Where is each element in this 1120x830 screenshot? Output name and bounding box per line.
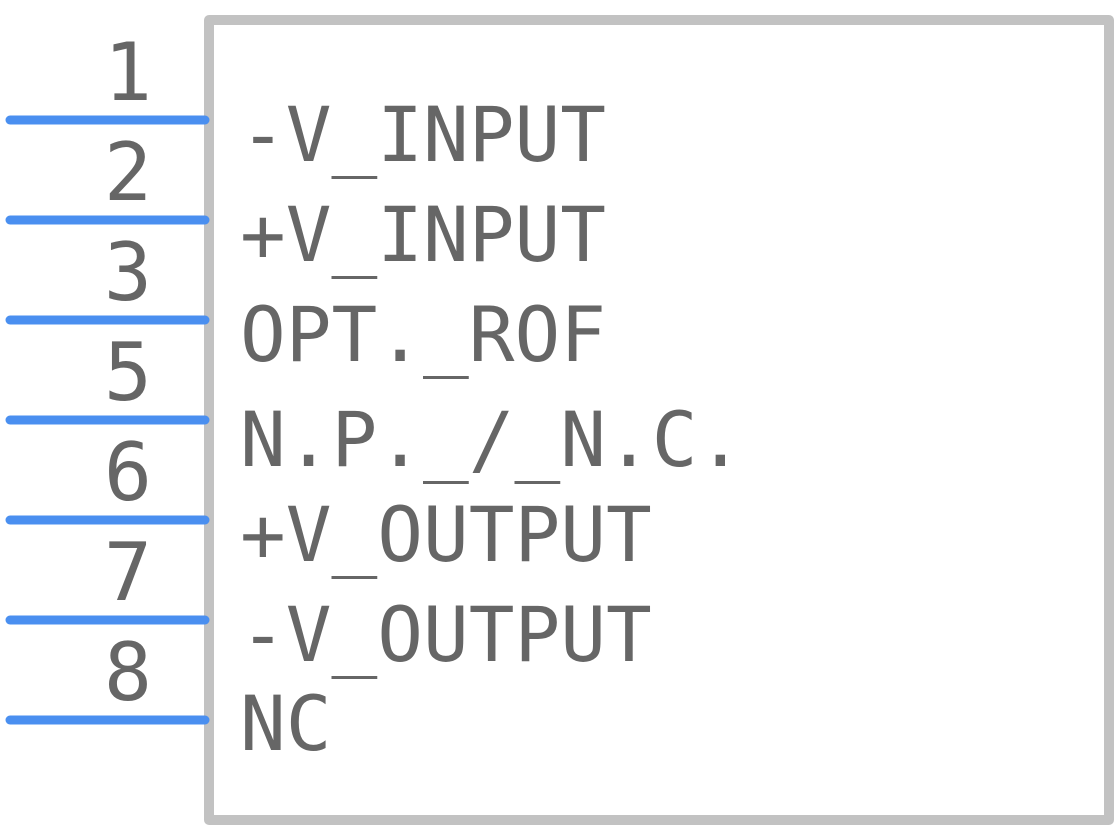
pin-name-2: +V_INPUT xyxy=(240,190,606,279)
pin-number-1: 1 xyxy=(104,26,152,119)
pin-name-6: +V_OUTPUT xyxy=(240,490,652,579)
pin-name-8: NC xyxy=(240,679,332,768)
pin-number-7: 7 xyxy=(104,526,152,619)
pin-name-7: -V_OUTPUT xyxy=(240,590,652,679)
pin-number-6: 6 xyxy=(104,426,152,519)
pin-number-3: 3 xyxy=(104,226,152,319)
pin-name-3: OPT._ROF xyxy=(240,290,606,379)
pin-name-5: N.P._/_N.C. xyxy=(240,395,743,484)
pin-number-8: 8 xyxy=(104,626,152,719)
pin-number-5: 5 xyxy=(104,326,152,419)
pin-name-1: -V_INPUT xyxy=(240,90,606,179)
pin-number-2: 2 xyxy=(104,126,152,219)
